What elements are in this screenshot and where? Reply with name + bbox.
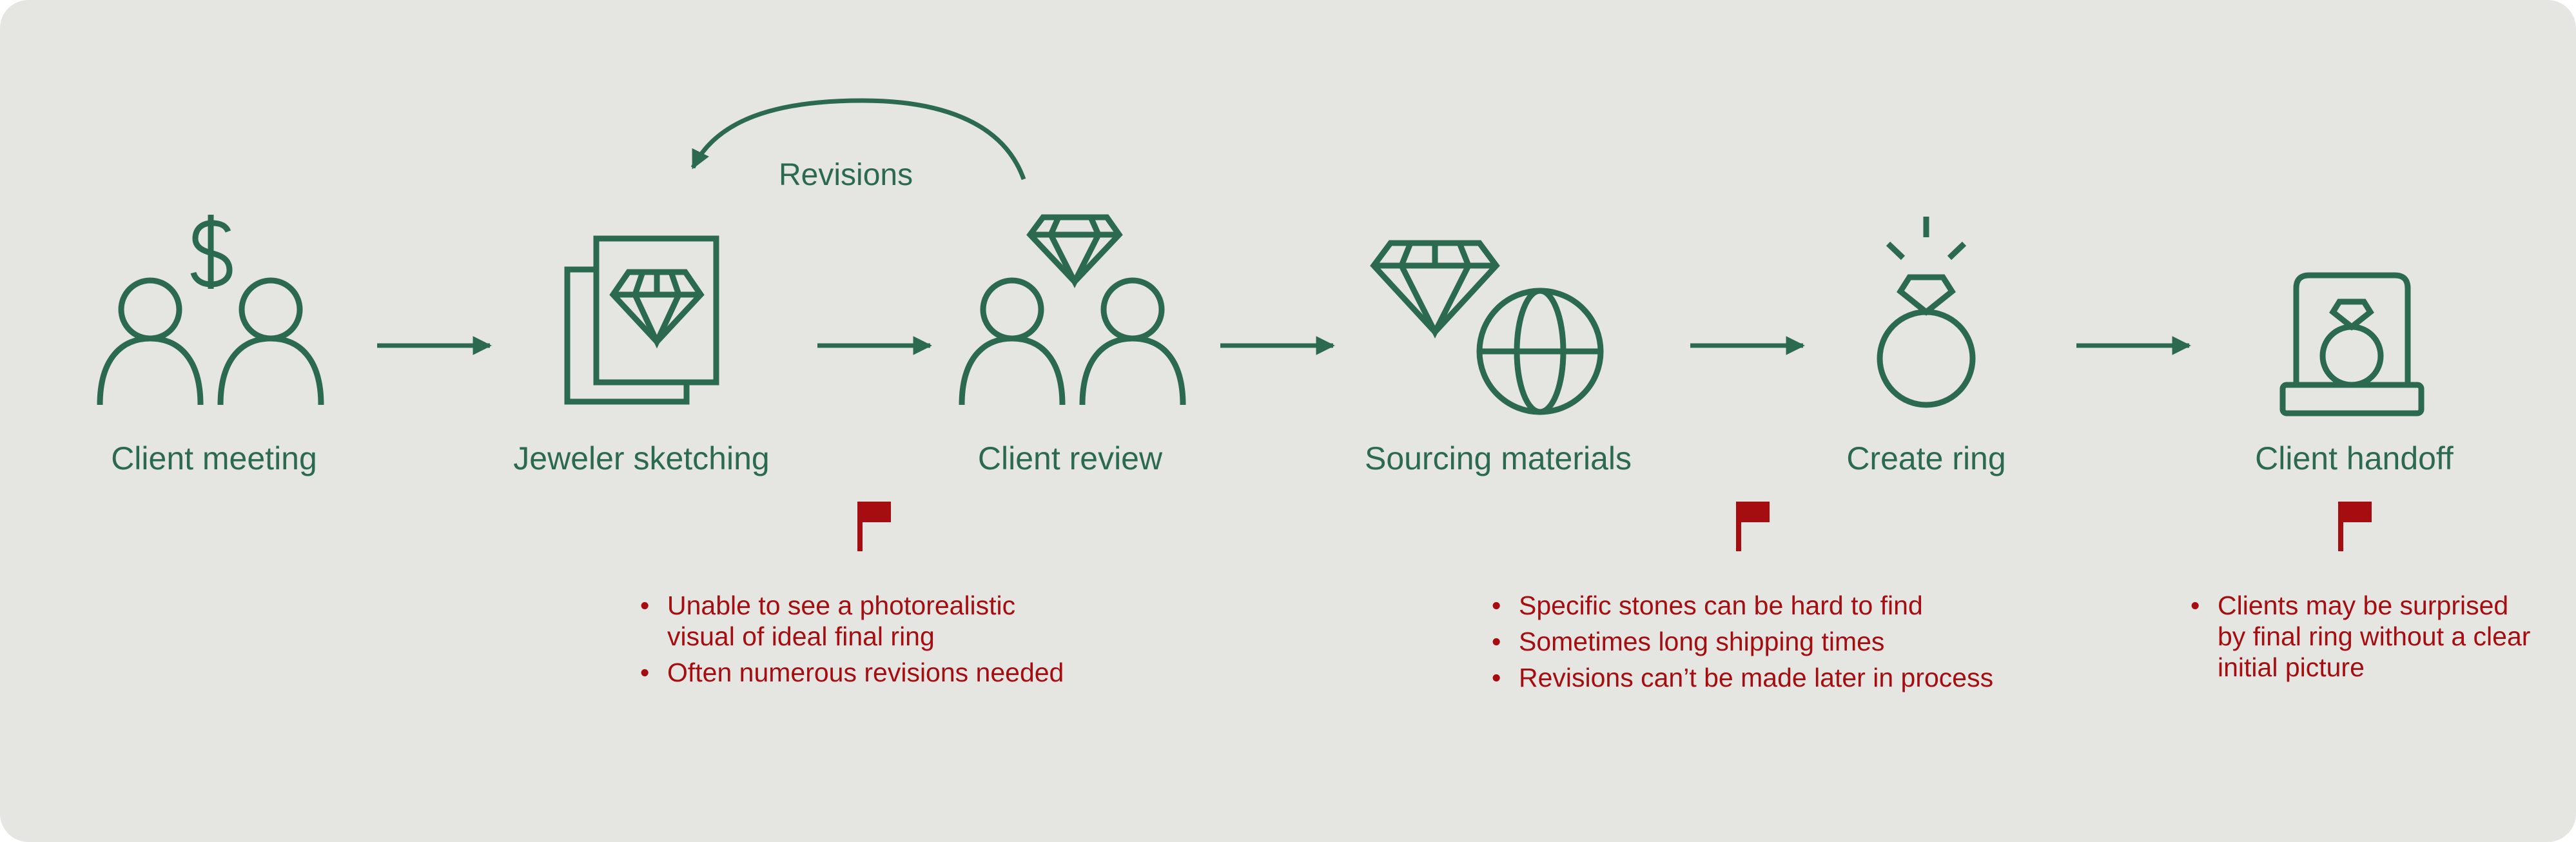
pain-point-item: Specific stones can be hard to find xyxy=(1492,590,2072,621)
ring-sparkle-icon xyxy=(1877,217,1976,408)
ring-box-icon xyxy=(2279,272,2425,416)
pain-point-item: Revisions can’t be made later in process xyxy=(1492,662,2072,693)
step-label-client-meeting: Client meeting xyxy=(111,440,317,476)
sketch-pages-diamond-icon xyxy=(564,235,719,405)
step-label-client-handoff: Client handoff xyxy=(2255,440,2454,476)
revisions-label: Revisions xyxy=(779,158,913,192)
step-label-create-ring: Create ring xyxy=(1846,440,2006,476)
pain-points-sourcing: Specific stones can be hard to find Some… xyxy=(1492,590,2072,698)
step-label-sourcing-materials: Sourcing materials xyxy=(1364,440,1632,476)
red-flag-icon xyxy=(1736,502,1770,551)
diamond-globe-icon xyxy=(1370,240,1604,415)
pain-point-item: Often numerous revisions needed xyxy=(640,657,1091,688)
pain-point-item: Unable to see a photorealistic visual of… xyxy=(640,590,1091,652)
pain-point-item: Clients may be surprised by final ring w… xyxy=(2191,590,2552,683)
red-flag-icon xyxy=(2338,502,2372,551)
step-label-jeweler-sketching: Jeweler sketching xyxy=(513,440,770,476)
people-dollar-icon xyxy=(97,215,324,406)
step-label-client-review: Client review xyxy=(977,440,1163,476)
revisions-loop-arrow xyxy=(690,98,1026,181)
red-flag-icon xyxy=(857,502,891,551)
people-diamond-icon xyxy=(959,214,1186,406)
pain-point-item: Sometimes long shipping times xyxy=(1492,626,2072,657)
pain-points-handoff: Clients may be surprised by final ring w… xyxy=(2191,590,2552,688)
pain-points-sketching: Unable to see a photorealistic visual of… xyxy=(640,590,1091,693)
